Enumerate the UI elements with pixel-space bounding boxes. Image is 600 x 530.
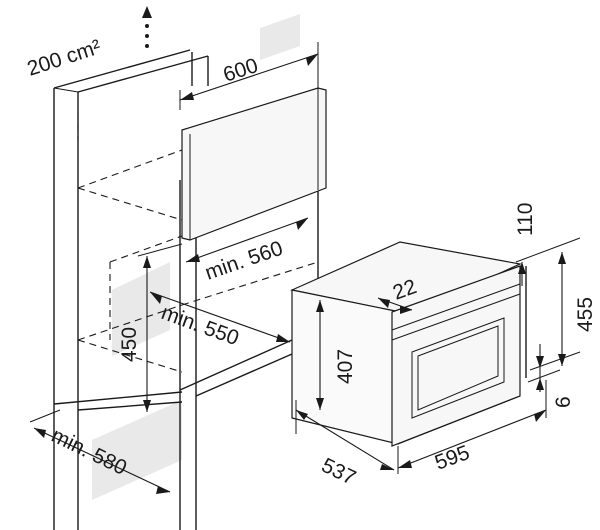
niche-hidden-edges [77,112,319,373]
label-lower-gap: 6 [552,396,575,408]
label-appliance-depth: 537 [318,454,360,490]
dim-min560 [185,217,309,263]
label-niche-depth-upper: min. 560 [202,237,286,285]
dim-455 [529,252,581,371]
label-appliance-width: 595 [432,441,473,475]
dim-450 [137,243,183,412]
ventilation-arrow [142,6,152,48]
label-upper-clearance: 110 [514,203,537,236]
dim-537 [295,400,395,471]
label-overall-height: 455 [574,297,597,332]
dim-min550 [149,291,291,343]
wall-shadows [92,14,300,500]
dim-min580 [29,409,171,494]
label-niche-width: 600 [220,54,260,87]
oven-appliance [290,241,527,447]
dim-110 [515,237,581,286]
dim-22 [377,297,413,314]
dim-600 [179,42,319,110]
dim-407 [316,300,324,410]
dim-6 [527,344,561,392]
dim-595 [397,380,547,474]
upper-cabinet-front [181,87,327,241]
label-appliance-height: 407 [334,349,357,384]
label-niche-depth-lower: min. 550 [158,301,242,350]
label-ventilation: 200 cm² [24,35,103,80]
label-niche-height: 450 [118,327,141,362]
